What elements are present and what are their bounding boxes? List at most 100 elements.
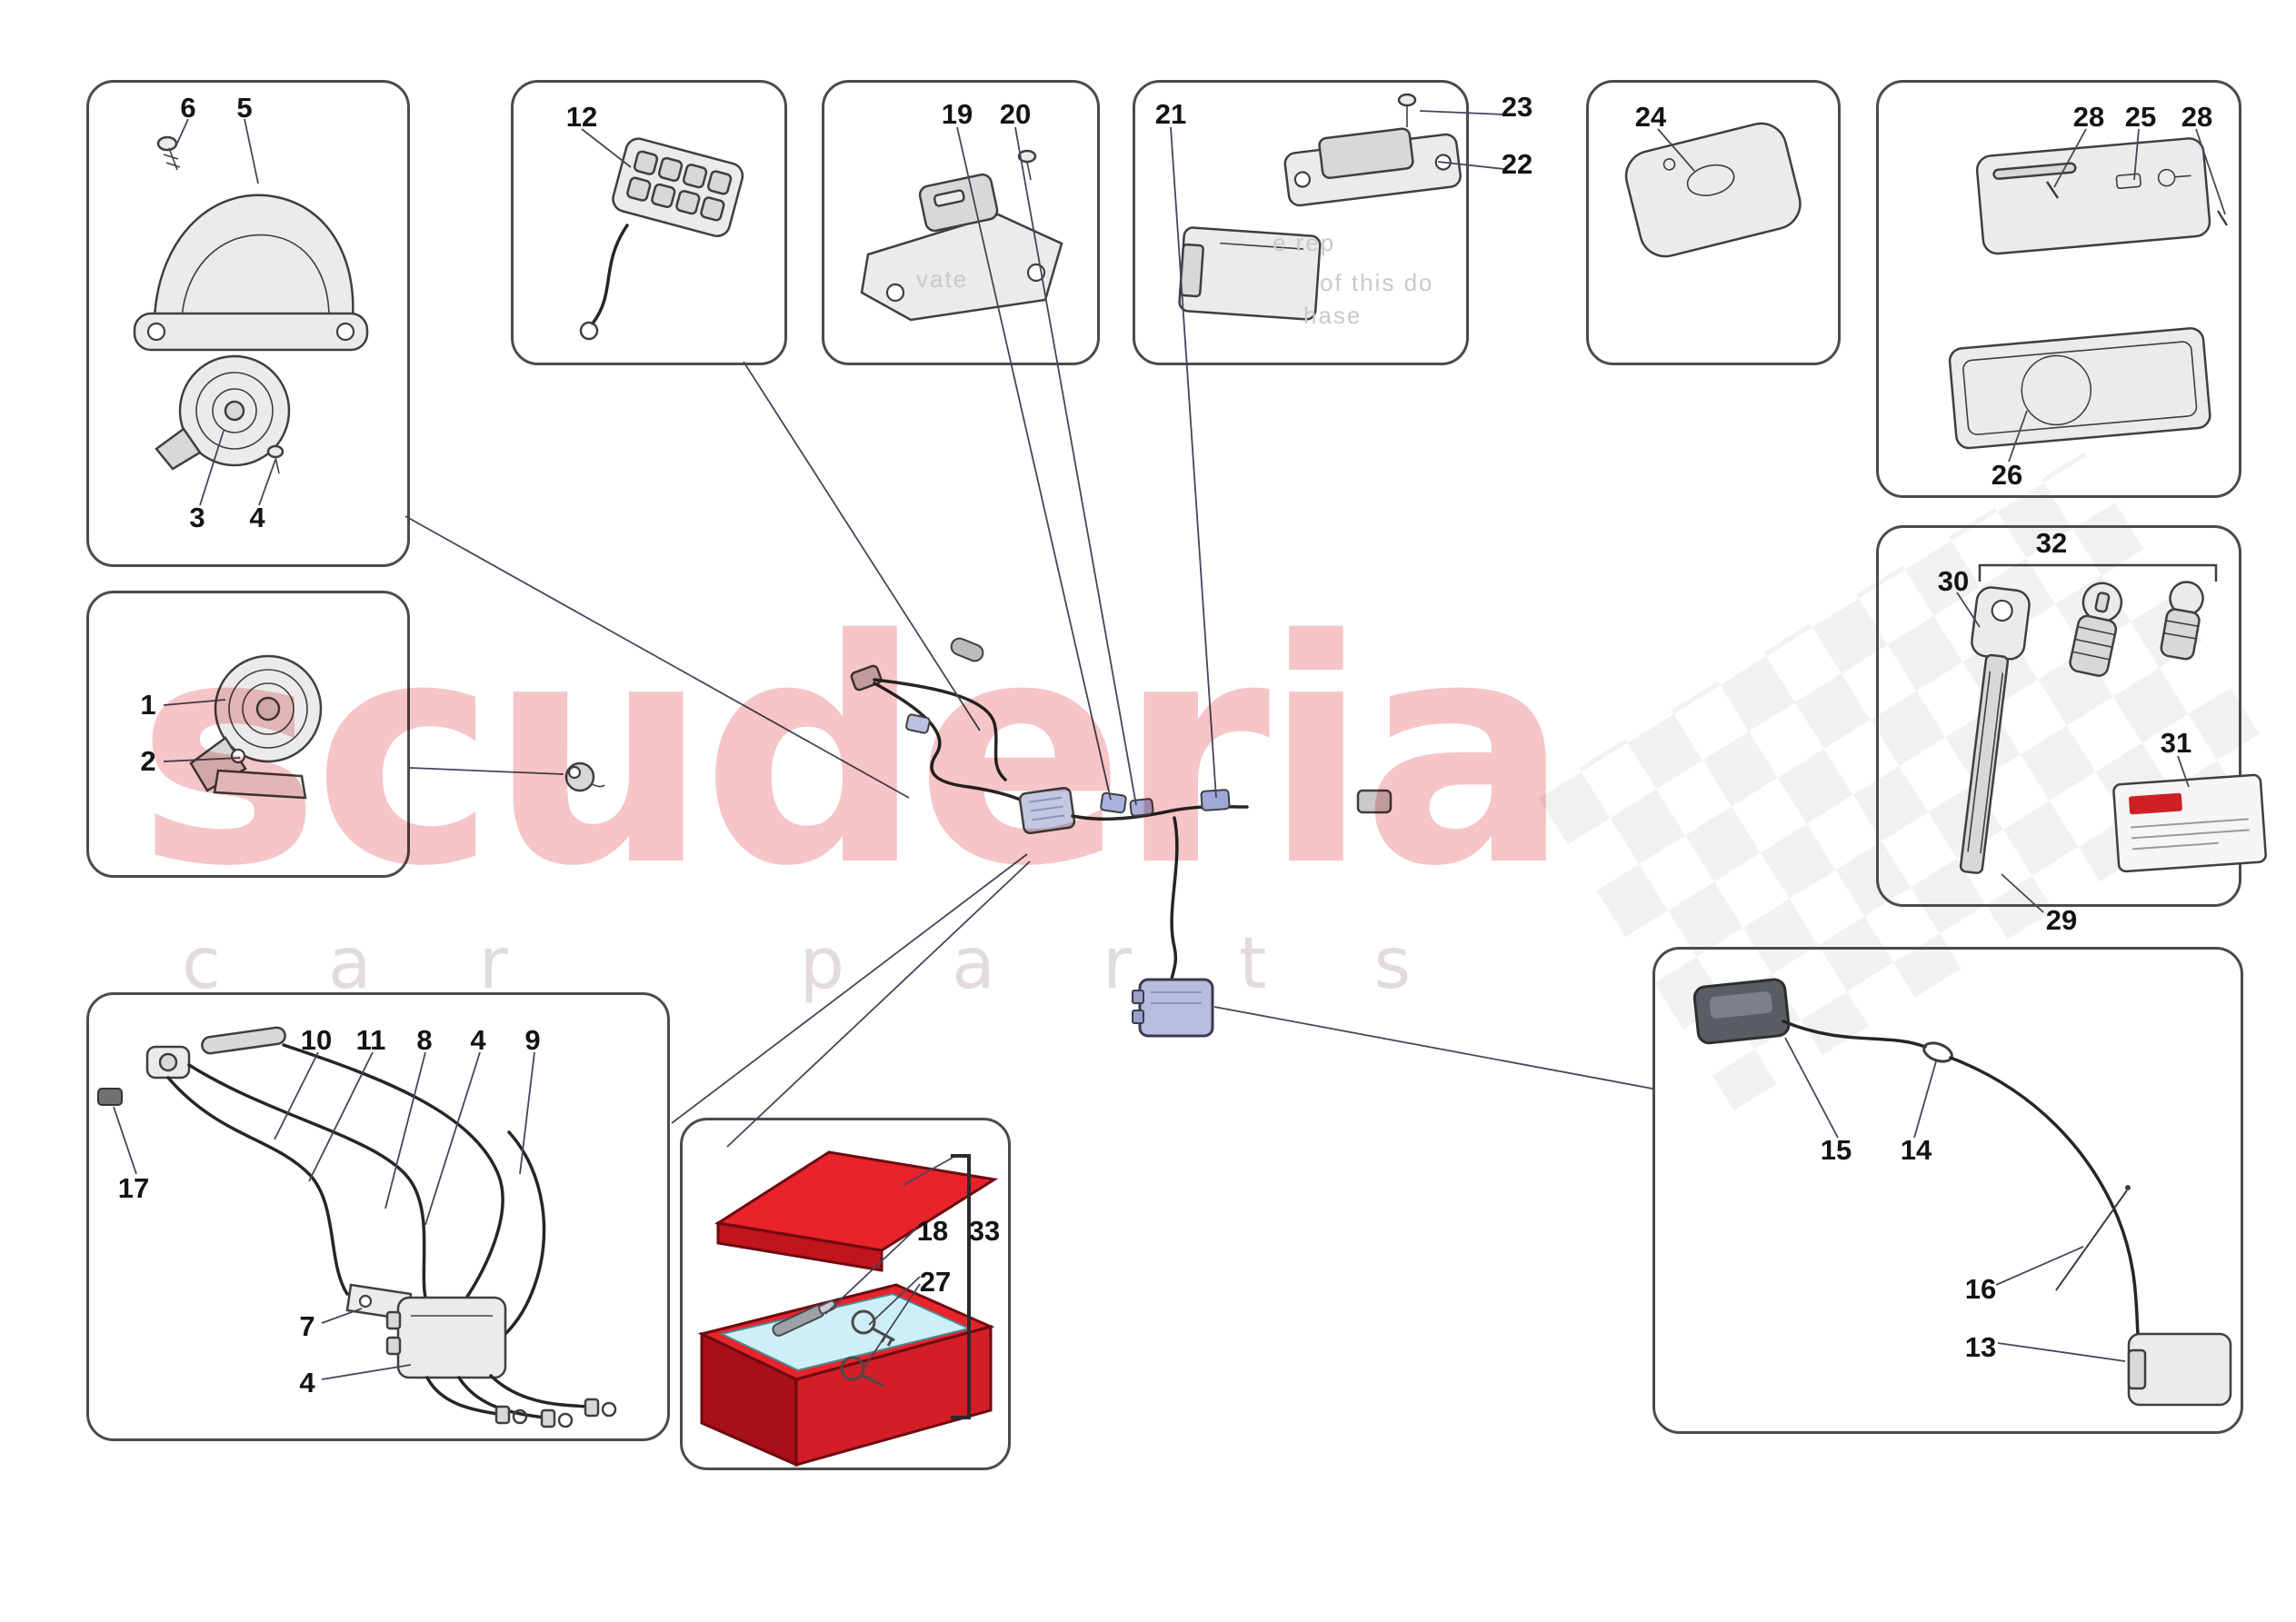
watermark-fragment: e rep xyxy=(1273,229,1336,256)
antenna-wire xyxy=(2055,1189,2128,1291)
lock-cylinder-illustration xyxy=(2069,582,2123,677)
leader-line xyxy=(1213,1006,1653,1090)
callout-33: 33 xyxy=(968,1215,1001,1247)
lock-cylinder-small-illustration xyxy=(2160,581,2204,661)
panel-bracket-sensor xyxy=(822,80,1100,365)
leader-line xyxy=(274,1051,319,1140)
wiring-harness-left-illustration xyxy=(166,1043,617,1428)
callout-19: 19 xyxy=(941,98,973,130)
callout-6: 6 xyxy=(180,92,196,124)
panel-rear-wiring xyxy=(1652,947,2243,1434)
leader-line xyxy=(824,1228,917,1315)
leader-line xyxy=(1437,161,1505,170)
leader-line xyxy=(2001,873,2044,913)
callout-13: 13 xyxy=(1964,1331,1997,1363)
battery-tray-illustration xyxy=(1948,327,2211,450)
horn-cover-illustration xyxy=(133,135,369,474)
leader-line xyxy=(321,1308,363,1324)
callout-4: 4 xyxy=(299,1367,315,1398)
panel-control-unit xyxy=(1133,80,1469,365)
leader-line xyxy=(424,1051,481,1226)
leader-line xyxy=(726,861,1031,1148)
grommet-illustration xyxy=(564,761,605,792)
leader-line xyxy=(2195,128,2226,215)
leader-line xyxy=(163,757,241,762)
panel-key-gift-box xyxy=(680,1118,1011,1470)
callout-31: 31 xyxy=(2160,727,2192,759)
leader-line xyxy=(258,459,276,506)
leader-line xyxy=(175,118,189,148)
leader-line xyxy=(1014,126,1137,806)
leader-line xyxy=(1657,128,1695,172)
panel-antenna-wiring xyxy=(86,992,670,1441)
leader-line xyxy=(581,128,632,168)
key-blade-illustration xyxy=(1959,586,2031,874)
callout-2: 2 xyxy=(140,745,156,777)
leader-line xyxy=(163,699,226,706)
leader-line xyxy=(404,515,910,799)
central-harness-illustration xyxy=(850,637,1393,1038)
panel-key-blade-locks xyxy=(1876,525,2241,907)
panel-key-card-battery xyxy=(1876,80,2241,498)
callout-27: 27 xyxy=(919,1266,952,1298)
callout-26: 26 xyxy=(1991,459,2023,491)
leader-line xyxy=(519,1051,535,1175)
callout-11: 11 xyxy=(355,1024,386,1056)
central-module-illustration xyxy=(1132,978,1214,1038)
spare-key-icon xyxy=(851,1309,895,1347)
leader-line xyxy=(868,1276,921,1326)
leader-line xyxy=(2133,128,2140,181)
control-unit-illustration xyxy=(1178,93,1462,321)
leader-line xyxy=(956,126,1112,801)
callout-16: 16 xyxy=(1964,1273,1997,1305)
leader-line xyxy=(244,118,259,184)
group-33-bracket xyxy=(951,1154,971,1419)
diagnostic-connector-illustration xyxy=(579,137,744,341)
leader-line xyxy=(384,1051,426,1209)
leader-line xyxy=(1419,110,1505,115)
leader-line xyxy=(1956,592,1981,628)
gift-box-illustration xyxy=(697,1150,999,1468)
callout-3: 3 xyxy=(189,502,205,533)
leader-line xyxy=(671,853,1028,1124)
leader-line xyxy=(409,767,564,775)
leader-line xyxy=(743,361,981,731)
callout-29: 29 xyxy=(2045,904,2078,936)
siren-illustration xyxy=(189,654,323,800)
callout-32: 32 xyxy=(2035,527,2068,559)
panel-key-fob xyxy=(1586,80,1841,365)
callout-28: 28 xyxy=(2181,101,2213,133)
panel-diagnostic-connector xyxy=(511,80,787,365)
watermark-fragment: vate xyxy=(916,265,969,293)
leader-line xyxy=(1170,126,1217,799)
leader-line xyxy=(321,1364,412,1380)
key-card-illustration xyxy=(1975,137,2229,255)
gps-antenna-illustration xyxy=(97,1026,286,1106)
callout-23: 23 xyxy=(1501,91,1533,123)
callout-22: 22 xyxy=(1501,148,1533,180)
leader-line xyxy=(2053,128,2087,188)
watermark-fragment: of this do xyxy=(1320,269,1434,296)
leader-line xyxy=(2177,755,2190,788)
callout-17: 17 xyxy=(117,1172,150,1204)
code-card-illustration xyxy=(2112,773,2267,873)
leader-line xyxy=(199,430,225,506)
callout-7: 7 xyxy=(299,1310,315,1342)
callout-1: 1 xyxy=(140,689,156,721)
callout-24: 24 xyxy=(1634,101,1667,133)
callout-20: 20 xyxy=(999,98,1032,130)
callout-30: 30 xyxy=(1937,565,1970,597)
group-32-bracket xyxy=(1978,563,2218,582)
callout-21: 21 xyxy=(1154,98,1187,130)
leader-line xyxy=(1997,1342,2126,1362)
callout-15: 15 xyxy=(1820,1134,1852,1166)
callout-4: 4 xyxy=(249,502,265,533)
leader-line xyxy=(903,1157,953,1186)
leader-line xyxy=(113,1106,137,1175)
